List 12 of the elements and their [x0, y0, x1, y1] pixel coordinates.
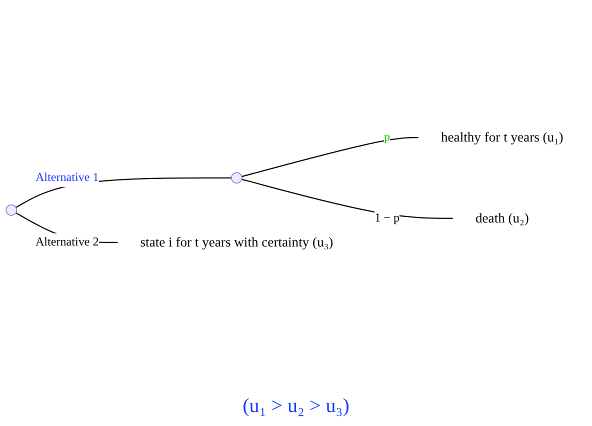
node-text: state i for t years with certainty (u₃)	[140, 234, 334, 250]
node-point	[231, 172, 242, 184]
inequality-note: (u₁ > u₂ > u₃)	[242, 395, 350, 417]
edge-label: Alternative 2	[35, 236, 99, 248]
node-text: death (u₂)	[475, 210, 529, 226]
node-point	[6, 204, 17, 216]
connector	[242, 137, 418, 178]
connector	[242, 178, 453, 219]
edge-label: 1 − p	[374, 211, 400, 224]
edge-label: p	[384, 130, 390, 144]
edge-label: Alternative 1	[35, 171, 99, 184]
node-text: healthy for t years (u₁)	[440, 130, 564, 145]
